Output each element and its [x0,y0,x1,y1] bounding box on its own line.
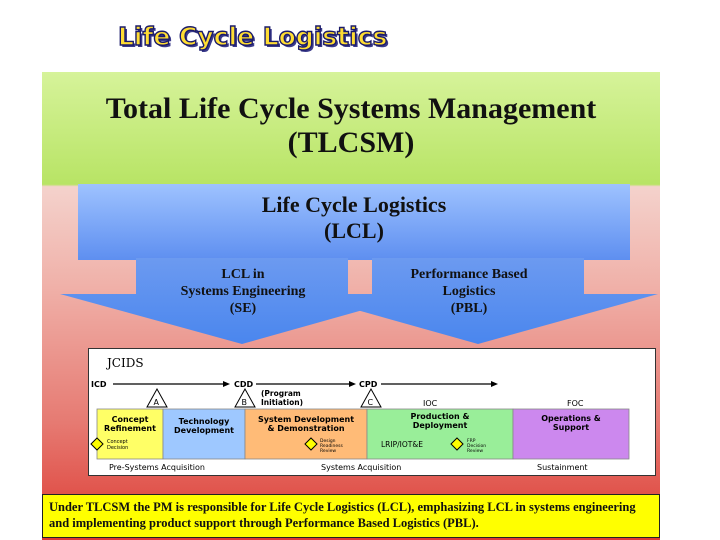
lcl-se-line3: (SE) [229,301,257,316]
pbl-line3: (PBL) [450,301,488,316]
phase-production-line2: Deployment [413,421,468,430]
lcl-title-line2: (LCL) [324,218,384,243]
pre-systems-acquisition-label: Pre-Systems Acquisition [109,463,205,472]
phase-technology-line2: Development [174,426,234,435]
design-readiness-line3: Review [320,448,336,454]
icd-label: ICD [91,380,107,389]
lcl-title-line1: Life Cycle Logistics [261,192,447,217]
cdd-cpd-arrowhead [349,381,356,387]
phase-technology-development [162,408,246,460]
sustainment-label: Sustainment [537,463,588,472]
pm-responsibility-note: Under TLCSM the PM is responsible for Li… [42,494,660,538]
phase-system-line1: System Development [258,415,354,424]
concept-decision-line1: Concept [107,439,128,445]
jcids-label: JCIDS [105,356,144,370]
lcl-se-line1: LCL in [221,267,265,282]
lcl-title: Life Cycle Logistics (LCL) [78,192,630,244]
program-initiation-line1: (Program [261,389,301,398]
tlcsm-title-line1: Total Life Cycle Systems Management [105,92,597,125]
systems-acquisition-label: Systems Acquisition [321,463,401,472]
phase-concept-refinement [96,408,164,460]
phase-production-line1: Production & [411,412,470,421]
milestone-b-label: B [242,398,248,407]
phase-concept-line1: Concept [112,415,149,424]
phase-operations-support [512,408,630,460]
ioc-label: IOC [423,399,438,408]
pbl-label: Performance Based Logistics (PBL) [384,266,554,317]
design-readiness-line2: Readiness [320,443,344,449]
phase-operations-line2: Support [553,423,589,432]
program-initiation-line2: Initiation) [261,398,303,407]
lcl-se-line2: Systems Engineering [180,284,306,299]
tlcsm-title: Total Life Cycle Systems Management (TLC… [42,92,660,160]
right-down-arrow [300,258,658,344]
note-text: Under TLCSM the PM is responsible for Li… [49,500,636,530]
phase-system-development [244,408,368,460]
slide-title: Life Cycle Logistics [117,21,388,51]
concept-decision-line2: Decision [107,445,128,451]
pbl-line1: Performance Based [410,267,528,282]
lcl-band: Life Cycle Logistics (LCL) [78,184,630,260]
lcl-se-label: LCL in Systems Engineering (SE) [168,266,318,317]
milestone-c-label: C [368,398,374,407]
frp-decision-line2: Decision [467,443,486,449]
tlcsm-title-line2: (TLCSM) [287,126,415,159]
design-readiness-diamond [304,437,318,451]
design-readiness-line1: Design [320,438,336,444]
milestone-b-marker [234,387,256,408]
frp-decision-line3: Review [467,448,483,454]
phase-technology-line1: Technology [179,417,230,426]
cpd-label: CPD [359,380,378,389]
foc-label: FOC [567,399,584,408]
lrip-label: LRIP/IOT&E [381,440,423,449]
frp-decision-line1: FRP [467,438,476,444]
milestone-a-marker [146,387,168,408]
milestone-c-marker [360,387,382,408]
cpd-arrowhead [491,381,498,387]
acquisition-chart-svg: JCIDS ICD CDD CPD IOC FOC A B C (Program… [90,356,630,472]
frp-decision-diamond [450,437,464,451]
tlcsm-band: Total Life Cycle Systems Management (TLC… [42,72,660,184]
phase-production-deployment [366,408,514,460]
left-down-arrow [60,258,420,344]
phase-concept-line2: Refinement [104,424,156,433]
pbl-line2: Logistics [442,284,496,299]
milestone-a-label: A [154,398,160,407]
phase-operations-line1: Operations & [541,414,601,423]
acquisition-chart: JCIDS ICD CDD CPD IOC FOC A B C (Program… [88,348,656,476]
concept-decision-diamond [90,437,104,451]
phase-system-line2: & Demonstration [267,424,344,433]
icd-cdd-arrowhead [223,381,230,387]
cdd-label: CDD [234,380,254,389]
